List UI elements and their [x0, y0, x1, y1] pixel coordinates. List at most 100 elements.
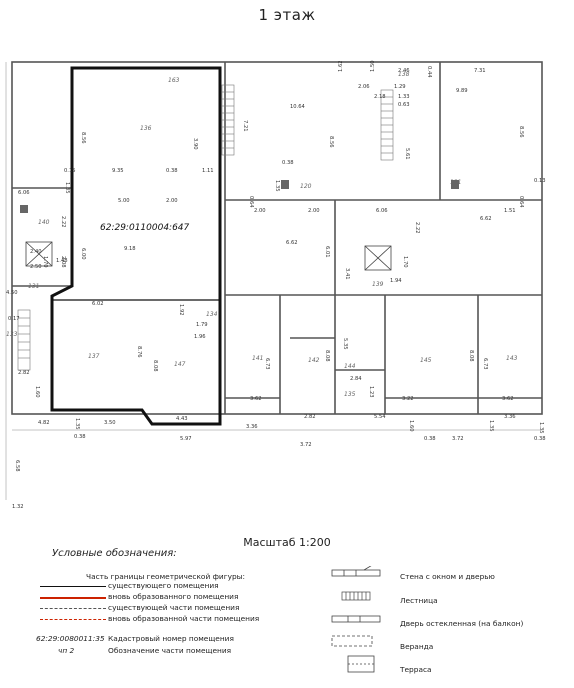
dimension-label: 0.38 [534, 436, 546, 442]
dimension-label: 3.50 [104, 420, 116, 426]
legend-glass-door-text: Дверь остекленная (на балкон) [400, 619, 524, 628]
scale-label: Масштаб 1:200 [243, 536, 331, 549]
legend-new-room-text: вновь образованного помещения [108, 592, 239, 601]
legend-part-text: Обозначение части помещения [108, 646, 232, 655]
legend-veranda-text: Веранда [400, 642, 434, 651]
dimension-label: 2.46 [398, 68, 410, 74]
dimension-label: 1.33 [398, 94, 410, 100]
dimension-label: 1.50 [370, 60, 376, 72]
room-number: 120 [300, 183, 312, 190]
floor-title: 1 этаж [258, 6, 316, 24]
dimension-label: 1.60 [34, 386, 40, 398]
dimension-label: 2.22 [60, 216, 66, 228]
dimension-label: 1.35 [74, 418, 80, 430]
dimension-label: 2.84 [350, 376, 362, 382]
glass-door-symbol [331, 615, 381, 623]
legend-symbols [331, 566, 381, 673]
dimension-label: 6.06 [18, 190, 30, 196]
dimension-label: 6.73 [264, 358, 270, 370]
legend-existing-room-text: существующего помещения [108, 581, 219, 590]
dimension-label: 0.44 [426, 66, 432, 78]
legend-existing-part-text: существующей части помещения [108, 603, 240, 612]
dimension-label: 2.40 [30, 249, 42, 255]
terrace-symbol [347, 655, 375, 673]
dimension-label: 1.94 [390, 278, 402, 284]
legend-title: Условные обозначения: [52, 548, 177, 559]
dimension-label: 1.51 [504, 208, 516, 214]
room-number-labels: 163 136 137 147 120 121 141 142 144 145 … [6, 71, 518, 398]
dimension-label: 6.73 [482, 358, 488, 370]
staircase-left [221, 84, 235, 156]
dimension-label: 0.38 [424, 436, 436, 442]
dimension-label: 6.06 [376, 208, 388, 214]
legend-geometry-heading: Часть границы геометрической фигуры: [86, 572, 246, 581]
dimension-labels: 8.56 3.90 1.11 9.35 0.38 5.00 2.00 0.15 … [6, 60, 546, 510]
room-number: 143 [506, 355, 518, 362]
dimension-label: 2.22 [414, 222, 420, 234]
dimension-label: 3.36 [504, 414, 516, 420]
cadastral-number-label: 62:29:0110004:647 [100, 223, 190, 233]
dimension-label: 0.17 [8, 316, 20, 322]
dimension-label: 6.62 [480, 216, 492, 222]
legend-new-part-line [40, 619, 106, 620]
legend-new-part-text: вновь образованной части помещения [108, 614, 260, 623]
dimension-label: 8.08 [324, 350, 330, 362]
dimension-label: 0.63 [398, 102, 410, 108]
dimension-label: 6.02 [92, 301, 104, 307]
dimension-label: 5.54 [374, 414, 386, 420]
legend-existing-part-line [40, 608, 106, 609]
dimension-label: 9.18 [124, 246, 136, 252]
room-number: 145 [420, 357, 432, 364]
room-number: 131 [28, 283, 39, 290]
room-number: 147 [174, 361, 186, 368]
dimension-label: 5.61 [404, 148, 410, 160]
staircase-bottom-left [17, 309, 31, 371]
dimension-label: 8.56 [80, 132, 86, 144]
dimension-label: 1.35 [538, 422, 544, 434]
dimension-label: 3.62 [250, 396, 262, 402]
dimension-label: 2.00 [254, 208, 266, 214]
dimension-label: 5.00 [118, 198, 130, 204]
dimension-label: 3.62 [502, 396, 514, 402]
staircase-center [380, 89, 394, 161]
dimension-label: 3.36 [246, 424, 258, 430]
dimension-label: 3.90 [192, 138, 198, 150]
dimension-label: 9.35 [112, 168, 124, 174]
dimension-label: 1.35 [488, 420, 494, 432]
exterior-dimension-lines [5, 62, 542, 500]
dimension-label: 1.32 [12, 504, 24, 510]
room-number: 134 [206, 311, 218, 318]
dimension-label: 3.72 [300, 442, 312, 448]
dimension-label: 5.35 [342, 338, 348, 350]
dimension-label: 1.48 [56, 258, 68, 264]
lift-center [364, 245, 392, 271]
dimension-label: 8.56 [518, 126, 524, 138]
legend-terrace-text: Терраса [400, 665, 432, 674]
dimension-label: 0.13 [534, 178, 546, 184]
dimension-label: 4.43 [176, 416, 188, 422]
dimension-label: 4.50 [6, 290, 18, 296]
dimension-label: 3.41 [344, 268, 350, 280]
dimension-label: 2.18 [374, 94, 386, 100]
dimension-label: 3.72 [452, 436, 464, 442]
dimension-label: 10.64 [290, 104, 306, 110]
dimension-label: 2.08 [60, 256, 66, 268]
walls [11, 61, 543, 415]
dimension-label: 6.01 [324, 246, 330, 258]
dimension-label: 0.38 [74, 434, 86, 440]
columns [20, 180, 459, 213]
dimension-label: 5.97 [180, 436, 192, 442]
dimension-label: 7.21 [242, 120, 248, 132]
room-number: 137 [88, 353, 100, 360]
dimension-label: 1.70 [42, 256, 48, 268]
dimension-label: 1.23 [368, 386, 374, 398]
dimension-label: 1.92 [178, 304, 184, 316]
dimension-label: 2.82 [304, 414, 316, 420]
dimension-label: 2.82 [18, 370, 30, 376]
dimension-label: 0.64 [248, 196, 254, 208]
dimension-label: 2.00 [308, 208, 320, 214]
dimension-label: 8.56 [328, 136, 334, 148]
wall-window-door-symbol [331, 566, 381, 577]
legend-cadastral-sample: 62:29:0080011:35 [36, 634, 105, 643]
dimension-label: 1.35 [64, 182, 70, 194]
